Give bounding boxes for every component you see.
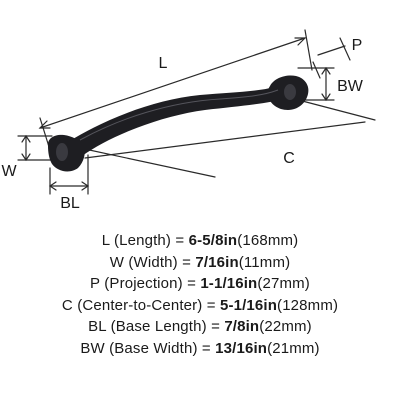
spec-abbr: BW [80, 339, 105, 357]
cabinet-pull-handle [47, 75, 309, 172]
length-extension-right [304, 29, 313, 71]
label-width: W [1, 163, 17, 180]
spec-metric: (21mm) [267, 339, 320, 357]
width-arrow-bottom [21, 153, 31, 162]
spec-value: 13/16in [215, 339, 268, 357]
projection-dimension-line [317, 45, 346, 56]
label-base-length: BL [60, 195, 80, 212]
spec-name: (Center-to-Center) = [77, 296, 220, 314]
base-width-arrow-top [321, 66, 331, 75]
spec-abbr: W [109, 253, 125, 271]
handle-dimension-diagram: L P BW W C BL [1, 29, 376, 212]
center-extension-left [79, 147, 216, 178]
spec-name: (Base Width) = [109, 339, 216, 357]
spec-metric: (128mm) [277, 296, 339, 314]
right-foot-highlight [284, 84, 296, 100]
spec-row-length: L (Length) = 6-5/8in(168mm) [0, 230, 400, 252]
center-dimension-line [84, 121, 366, 159]
base-width-arrow-bottom [321, 93, 331, 102]
spec-row-base-length: BL (Base Length) = 7/8in(22mm) [0, 316, 400, 338]
spec-name: (Length) = [114, 232, 189, 249]
spec-row-center-to-center: C (Center-to-Center) = 5-1/16in(128mm) [0, 295, 400, 317]
left-foot-highlight [56, 143, 68, 161]
length-arrow-right [294, 37, 307, 46]
spec-row-width: W (Width) = 7/16in(11mm) [0, 252, 400, 274]
projection-extension-right [339, 37, 351, 61]
projection-extension-left [312, 61, 321, 79]
spec-abbr: C [61, 296, 73, 314]
base-length-arrow-left [48, 181, 57, 191]
spec-value: 5-1/16in [219, 296, 278, 314]
spec-row-base-width: BW (Base Width) = 13/16in(21mm) [0, 338, 400, 360]
handle-highlight [79, 89, 279, 141]
spec-metric: (11mm) [238, 253, 291, 271]
length-dimension-line [39, 37, 306, 129]
spec-metric: (168mm) [237, 232, 299, 249]
label-center-to-center: C [283, 150, 295, 167]
spec-name: (Base Length) = [110, 318, 225, 336]
spec-value: 7/16in [195, 253, 239, 271]
spec-value: 6-5/8in [188, 232, 238, 249]
base-length-arrow-right [81, 181, 90, 191]
label-projection: P [352, 37, 363, 54]
spec-row-projection: P (Projection) = 1-1/16in(27mm) [0, 273, 400, 295]
spec-abbr: BL [88, 318, 107, 336]
width-arrow-top [21, 134, 31, 143]
label-base-width: BW [337, 78, 364, 95]
spec-metric: (27mm) [257, 275, 310, 293]
spec-name: (Projection) = [104, 275, 201, 293]
spec-name: (Width) = [128, 253, 196, 271]
spec-value: 1-1/16in [200, 275, 258, 293]
spec-abbr: L [101, 232, 110, 249]
spec-metric: (22mm) [259, 318, 312, 336]
dimension-spec-list: L (Length) = 6-5/8in(168mm) W (Width) = … [0, 230, 400, 360]
label-length: L [159, 55, 168, 72]
length-arrow-left [38, 120, 51, 129]
spec-value: 7/8in [224, 318, 260, 336]
spec-abbr: P [90, 275, 100, 293]
handle-bar [68, 85, 288, 156]
